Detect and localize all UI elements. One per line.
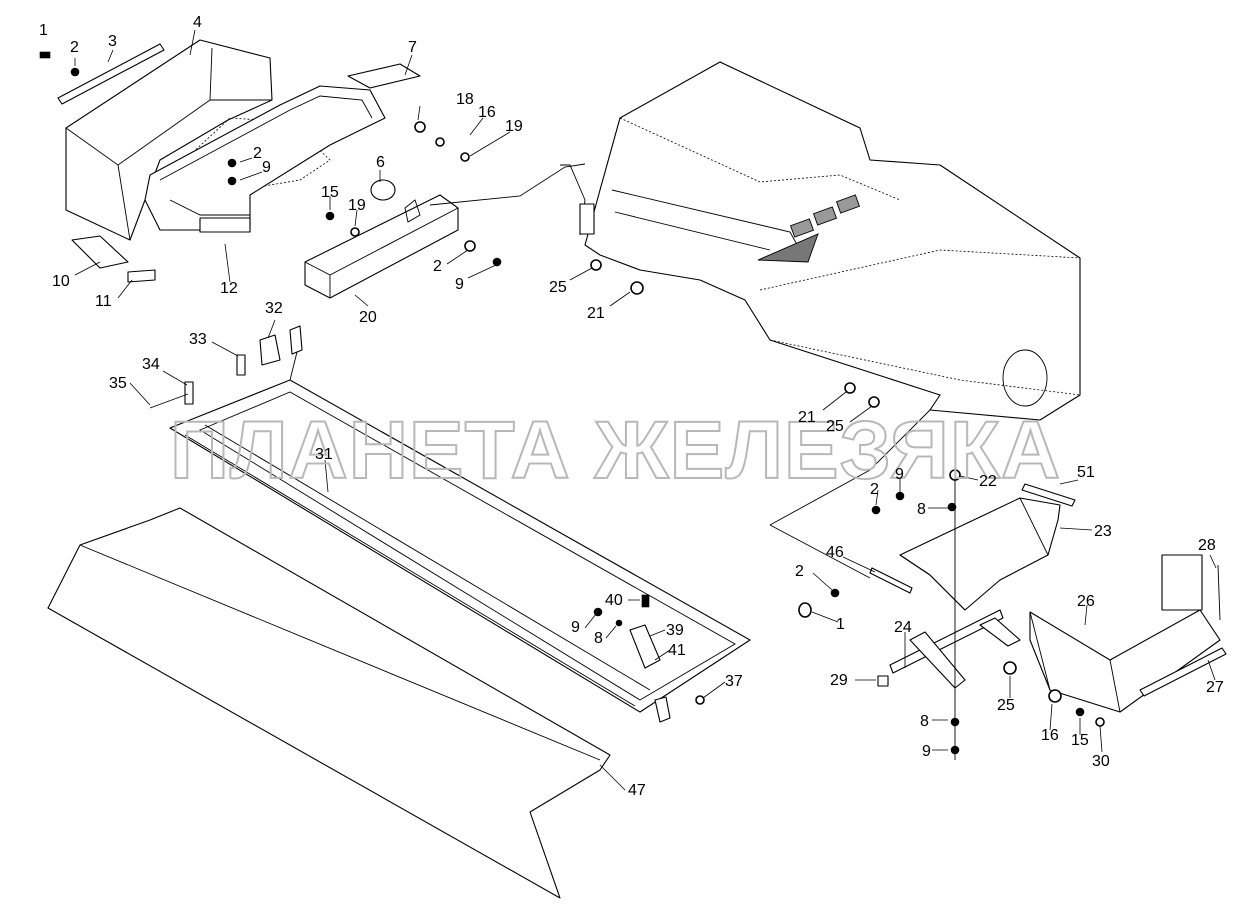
watermark-text: ПЛАНЕТА ЖЕЛЕЗЯКА — [170, 405, 1061, 496]
tube-frame — [144, 85, 386, 233]
main-frame — [169, 325, 751, 723]
callout-c10: 10 — [52, 273, 70, 290]
callout-c8b: 8 — [594, 630, 603, 647]
callout-c27: 27 — [1206, 679, 1224, 696]
callout-c29: 29 — [830, 672, 848, 689]
storage-box — [65, 39, 331, 241]
callout-c22: 22 — [979, 473, 997, 490]
leader-lines — [74, 29, 1217, 791]
callout-c11: 11 — [95, 293, 112, 310]
floor-panel — [47, 507, 611, 899]
callout-c46: 46 — [826, 544, 844, 561]
lower-right-assembly — [769, 409, 1227, 760]
callout-c12: 12 — [220, 280, 238, 297]
callout-c47: 47 — [628, 782, 646, 799]
callout-c37: 37 — [725, 673, 743, 690]
callout-c19b: 19 — [348, 197, 366, 214]
callout-c9e: 9 — [922, 743, 931, 760]
callout-c1b: 1 — [836, 616, 845, 633]
callout-c25b: 25 — [826, 418, 844, 435]
callout-c2e: 2 — [795, 563, 804, 580]
callout-c51: 51 — [1077, 464, 1095, 481]
callout-c31: 31 — [315, 446, 333, 463]
callout-c7: 7 — [408, 39, 417, 56]
callout-c35: 35 — [109, 375, 127, 392]
callout-c16b: 16 — [1041, 727, 1059, 744]
callout-c32: 32 — [265, 300, 283, 317]
callout-c15b: 15 — [1071, 732, 1089, 749]
callout-c2a: 2 — [70, 39, 79, 56]
callout-c41: 41 — [668, 642, 686, 659]
callout-c34: 34 — [142, 356, 160, 373]
callout-c19a: 19 — [505, 118, 523, 135]
callout-c25a: 25 — [549, 279, 567, 296]
callout-c26: 26 — [1077, 593, 1095, 610]
callout-c6: 6 — [376, 154, 385, 171]
callout-c23: 23 — [1094, 523, 1112, 540]
callout-c8a: 8 — [917, 501, 926, 518]
mounting-strips — [57, 43, 421, 283]
callout-labels: 1 2 3 4 7 18 16 19 2 9 6 15 19 2 9 25 21… — [39, 14, 1224, 799]
callout-c28: 28 — [1198, 537, 1216, 554]
callout-c21b: 21 — [798, 409, 816, 426]
callout-c9c: 9 — [895, 466, 904, 483]
callout-c2c: 2 — [433, 258, 442, 275]
callout-c39: 39 — [666, 622, 684, 639]
callout-c9d: 9 — [571, 619, 580, 636]
callout-c18: 18 — [456, 91, 474, 108]
callout-c25c: 25 — [997, 697, 1015, 714]
callout-c16a: 16 — [478, 104, 496, 121]
callout-c24: 24 — [894, 619, 912, 636]
callout-c3: 3 — [108, 33, 117, 50]
cab-hood — [560, 61, 1081, 421]
callout-c15a: 15 — [321, 184, 339, 201]
callout-c8c: 8 — [920, 713, 929, 730]
callout-c1a: 1 — [39, 22, 48, 39]
bracket-20 — [304, 163, 586, 299]
callout-c30: 30 — [1092, 753, 1110, 770]
callout-c20: 20 — [359, 309, 377, 326]
callout-c2b: 2 — [253, 145, 262, 162]
callout-c9b: 9 — [455, 276, 464, 293]
small-brackets-left — [149, 354, 246, 409]
washer-2 — [70, 67, 80, 77]
callout-c9a: 9 — [262, 159, 271, 176]
callout-c33: 33 — [189, 331, 207, 348]
fasteners — [39, 51, 1105, 755]
callout-c4: 4 — [193, 14, 202, 31]
callout-c40: 40 — [605, 592, 623, 609]
callout-c2d: 2 — [870, 481, 879, 498]
callout-c21a: 21 — [587, 305, 605, 322]
bolt-1 — [39, 51, 51, 59]
